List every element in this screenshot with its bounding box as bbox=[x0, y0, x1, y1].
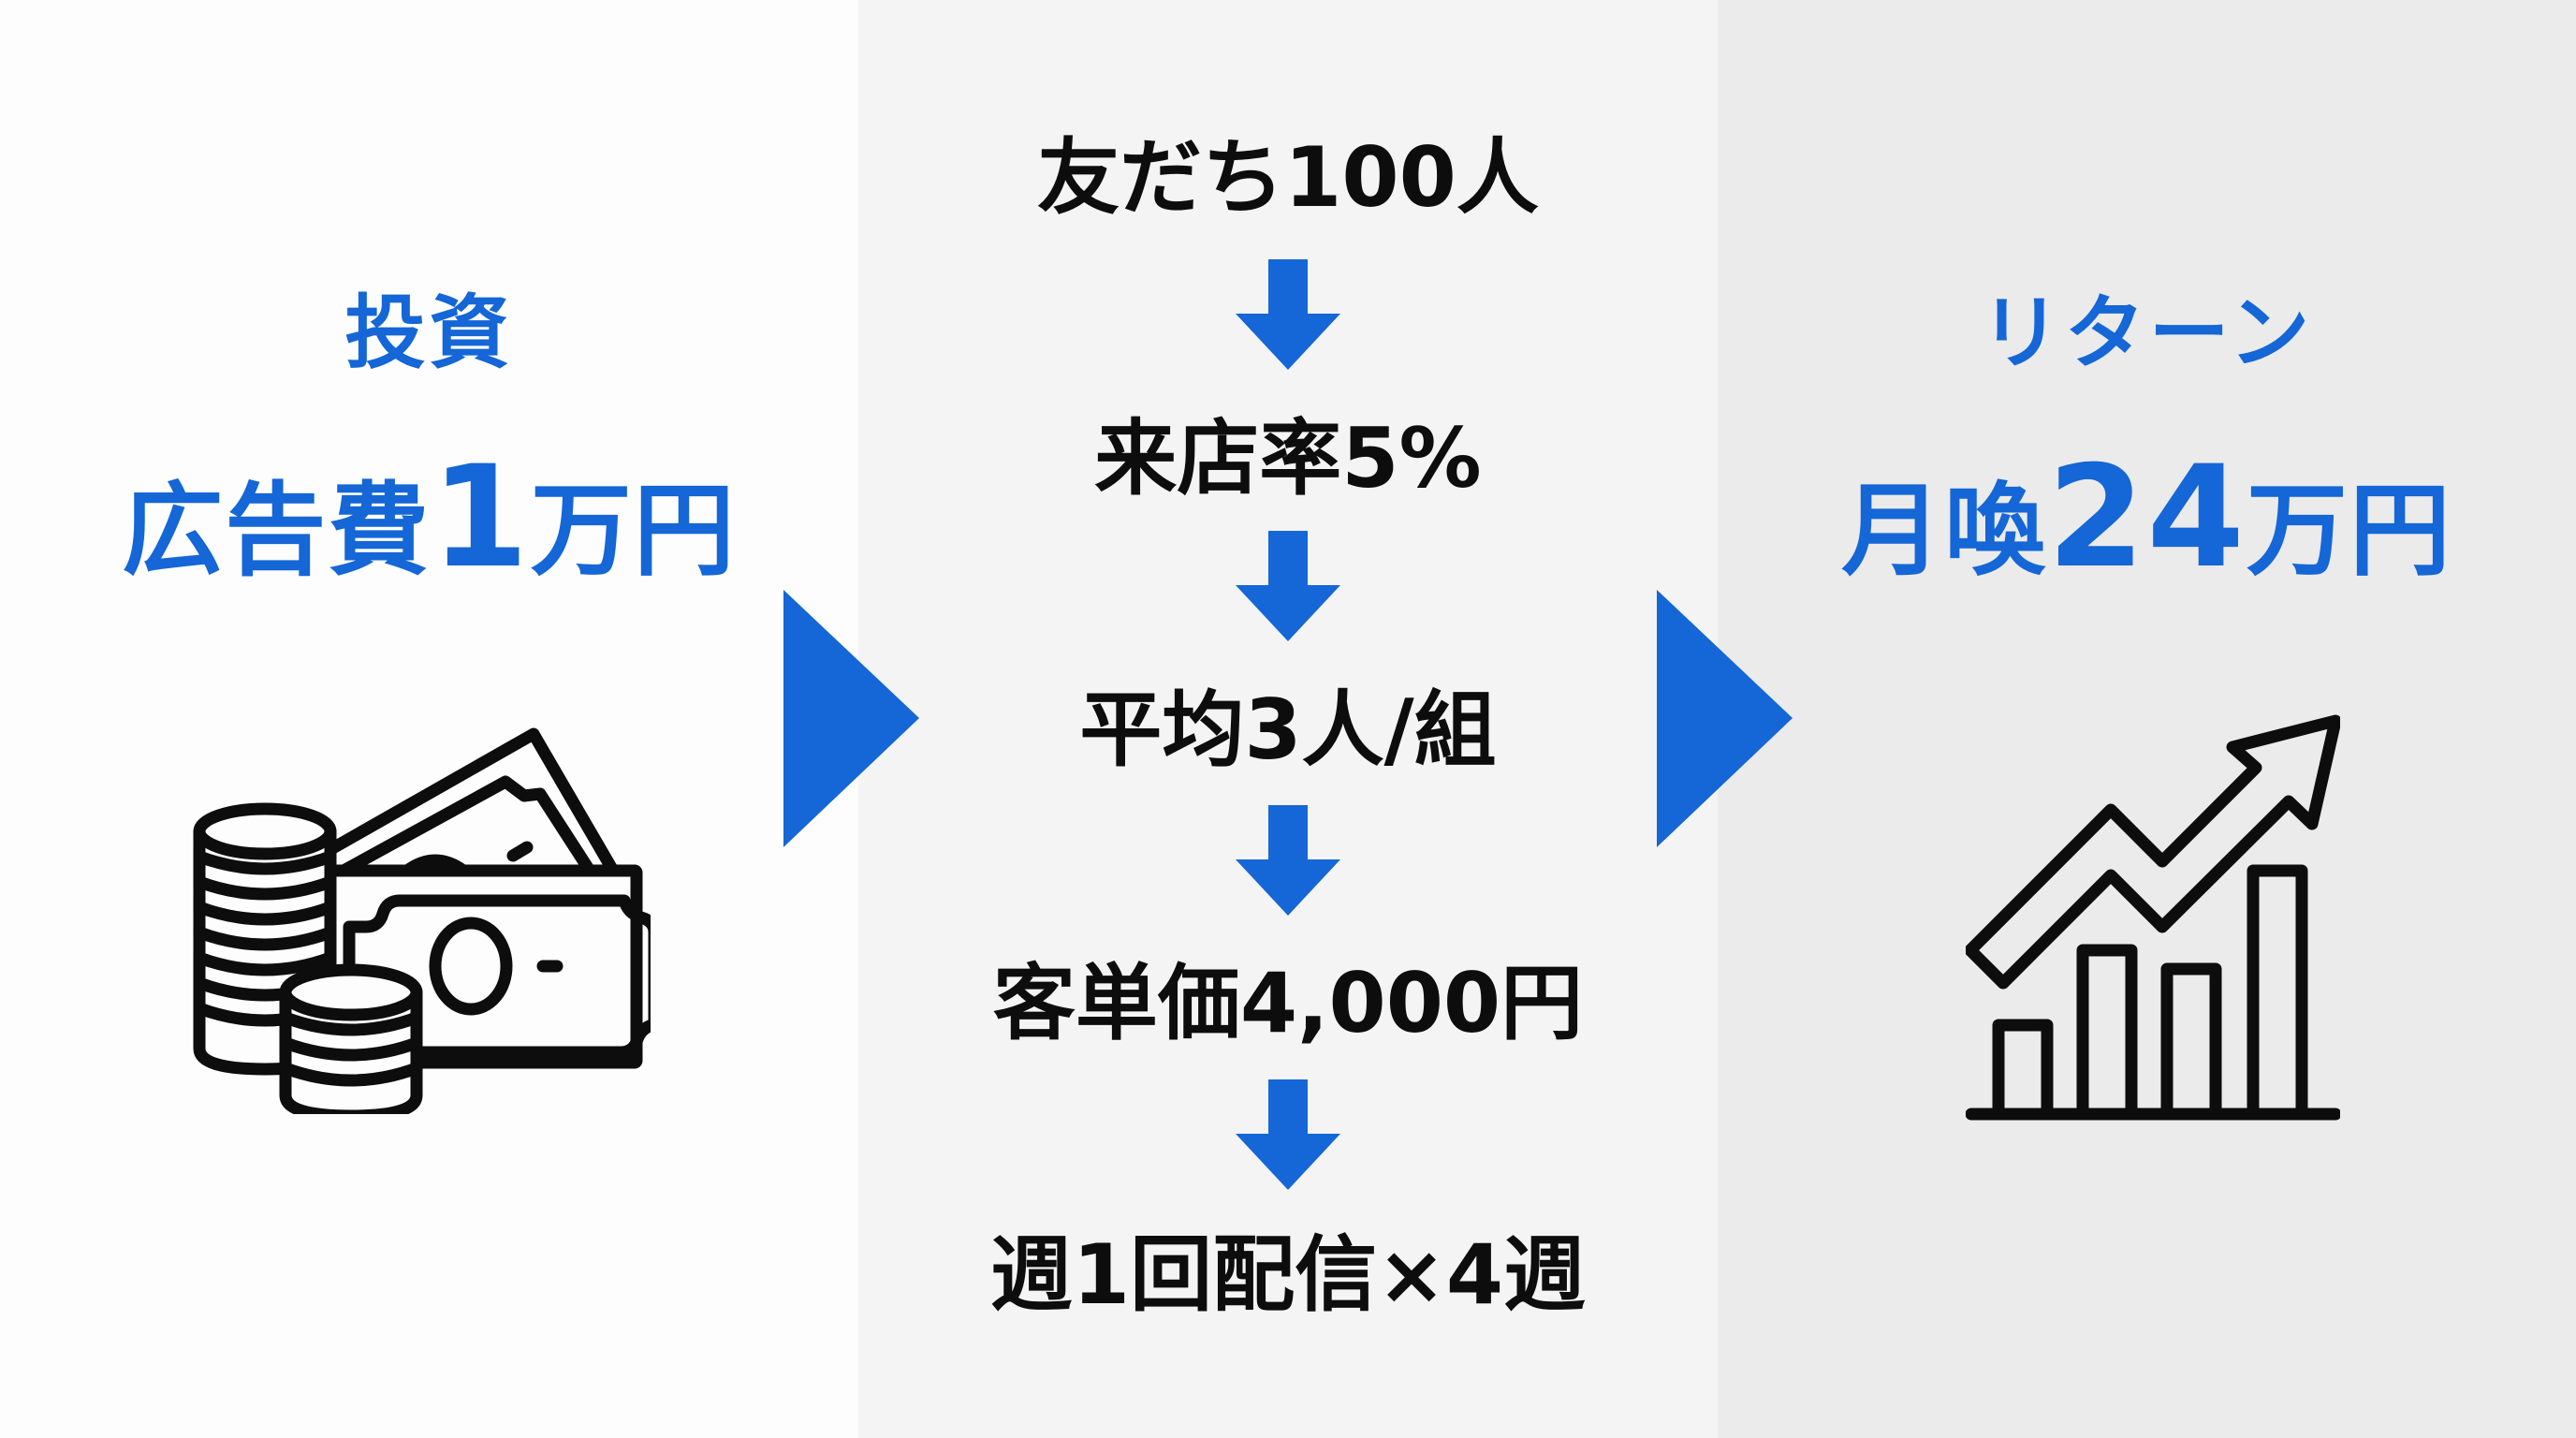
flow-panel: 友だち100人 来店率5% 平均3人/組 客単価4,000円 週1回配信×4週 bbox=[858, 0, 1718, 1438]
return-amount-number: 24 bbox=[2047, 436, 2247, 599]
return-panel: リターン 月喚24万円 bbox=[1718, 0, 2576, 1438]
investment-amount-number: 1 bbox=[431, 436, 531, 599]
arrow-down-icon bbox=[1236, 531, 1340, 641]
investment-amount: 広告費1万円 bbox=[0, 448, 858, 595]
flow-step-friends: 友だち100人 bbox=[1037, 129, 1539, 226]
return-heading: リターン bbox=[1980, 286, 2314, 380]
triangle-right-icon bbox=[783, 590, 919, 847]
investment-heading: 投資 bbox=[344, 286, 514, 380]
arrow-down-icon bbox=[1236, 805, 1340, 916]
growth-chart-arrow-icon bbox=[1966, 714, 2340, 1121]
arrow-down-icon bbox=[1236, 1079, 1340, 1190]
flow-step-visit-rate: 来店率5% bbox=[1094, 410, 1482, 506]
investment-panel: 投資 広告費1万円 bbox=[0, 0, 858, 1438]
money-coins-bills-icon bbox=[193, 727, 651, 1114]
return-amount-suffix: 万円 bbox=[2246, 473, 2452, 590]
return-amount-prefix: 月喚 bbox=[1841, 473, 2048, 590]
investment-amount-suffix: 万円 bbox=[530, 473, 737, 590]
arrow-down-icon bbox=[1236, 259, 1340, 370]
flow-step-group-size: 平均3人/組 bbox=[1079, 682, 1497, 778]
return-amount: 月喚24万円 bbox=[1718, 448, 2576, 595]
flow-step-unit-price: 客単価4,000円 bbox=[992, 955, 1584, 1051]
investment-amount-prefix: 広告費 bbox=[122, 473, 432, 590]
triangle-right-icon bbox=[1657, 590, 1793, 847]
flow-step-frequency: 週1回配信×4週 bbox=[989, 1226, 1587, 1323]
